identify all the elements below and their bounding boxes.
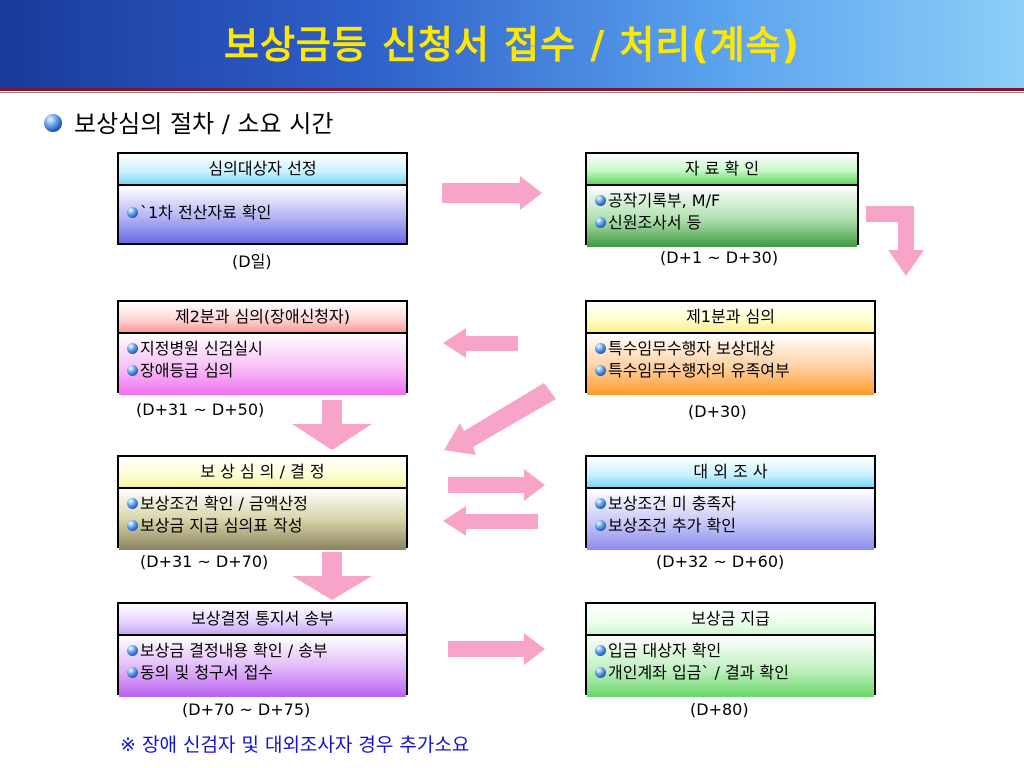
list-item: 보상금 결정내용 확인 / 송부	[127, 640, 406, 662]
step-select: 심의대상자 선정 `1차 전산자료 확인	[117, 152, 408, 245]
bullet-icon	[127, 667, 138, 678]
list-item: 지정병원 신검실시	[127, 338, 406, 360]
step-select-header: 심의대상자 선정	[119, 154, 406, 186]
list-item: 보상조건 미 충족자	[595, 493, 874, 515]
page-title: 보상금등 신청서 접수 / 처리(계속)	[223, 23, 800, 67]
bullet-icon	[595, 343, 606, 354]
arrow-diagonal	[444, 383, 556, 455]
step-notice-header: 보상결정 통지서 송부	[119, 604, 406, 636]
step-second-committee: 제2분과 심의(장애신청자) 지정병원 신검실시 장애등급 심의	[117, 300, 408, 395]
bullet-ball-icon	[44, 114, 62, 132]
bullet-icon	[595, 365, 606, 376]
list-item: 신원조사서 등	[595, 212, 857, 234]
step-payment-header: 보상금 지급	[587, 604, 874, 636]
bullet-icon	[127, 498, 138, 509]
list-item: `1차 전산자료 확인	[127, 202, 406, 224]
period-review: (D+31 ~ D+70)	[140, 552, 269, 571]
step-first-committee: 제1분과 심의 특수임무수행자 보상대상 특수임무수행자의 유족여부	[585, 300, 876, 395]
bullet-icon	[595, 217, 606, 228]
period-confirm: (D+1 ~ D+30)	[660, 248, 779, 267]
bullet-icon	[127, 343, 138, 354]
arrow-bent-down	[866, 206, 924, 276]
bullet-icon	[595, 645, 606, 656]
step-external-header: 대 외 조 사	[587, 457, 874, 489]
period-notice: (D+70 ~ D+75)	[182, 700, 311, 719]
step-external: 대 외 조 사 보상조건 미 충족자 보상조건 추가 확인	[585, 455, 876, 550]
list-item: 입금 대상자 확인	[595, 640, 874, 662]
bullet-icon	[595, 498, 606, 509]
arrow-right-1	[442, 176, 542, 210]
section-heading: 보상심의 절차 / 소요 시간	[44, 104, 333, 139]
list-item: 개인계좌 입금` / 결과 확인	[595, 662, 874, 684]
list-item: 보상조건 추가 확인	[595, 515, 874, 537]
bullet-icon	[595, 520, 606, 531]
step-review: 보 상 심 의 / 결 정 보상조건 확인 / 금액산정 보상금 지급 심의표 …	[117, 455, 408, 550]
period-first: (D+30)	[688, 402, 747, 421]
list-item: 보상금 지급 심의표 작성	[127, 515, 406, 537]
list-item: 공작기록부, M/F	[595, 190, 857, 212]
title-divider-thin	[0, 92, 1024, 93]
step-notice: 보상결정 통지서 송부 보상금 결정내용 확인 / 송부 동의 및 청구서 접수	[117, 602, 408, 697]
title-divider	[0, 88, 1024, 91]
period-external: (D+32 ~ D+60)	[656, 552, 785, 571]
bullet-icon	[127, 207, 138, 218]
arrow-down-1	[292, 400, 372, 450]
period-second: (D+31 ~ D+50)	[136, 400, 265, 419]
bullet-icon	[595, 667, 606, 678]
step-review-header: 보 상 심 의 / 결 정	[119, 457, 406, 489]
arrow-left-1	[443, 328, 518, 358]
bullet-icon	[595, 195, 606, 206]
step-confirm: 자 료 확 인 공작기록부, M/F 신원조사서 등	[585, 152, 859, 247]
list-item: 특수임무수행자 보상대상	[595, 338, 874, 360]
step-first-header: 제1분과 심의	[587, 302, 874, 334]
arrow-right-2	[448, 469, 545, 501]
list-item: 특수임무수행자의 유족여부	[595, 360, 874, 382]
step-confirm-header: 자 료 확 인	[587, 154, 857, 186]
step-second-header: 제2분과 심의(장애신청자)	[119, 302, 406, 334]
arrow-down-2	[292, 552, 372, 600]
bullet-icon	[127, 645, 138, 656]
list-item: 보상조건 확인 / 금액산정	[127, 493, 406, 515]
title-bar: 보상금등 신청서 접수 / 처리(계속)	[0, 0, 1024, 88]
step-payment: 보상금 지급 입금 대상자 확인 개인계좌 입금` / 결과 확인	[585, 602, 876, 697]
list-item: 동의 및 청구서 접수	[127, 662, 406, 684]
arrow-right-3	[448, 633, 545, 665]
bullet-icon	[127, 520, 138, 531]
footnote: ※ 장애 신검자 및 대외조사자 경우 추가소요	[120, 734, 470, 756]
arrow-left-2	[443, 506, 538, 536]
period-payment: (D+80)	[690, 700, 749, 719]
period-select: (D일)	[232, 252, 272, 271]
section-heading-text: 보상심의 절차 / 소요 시간	[74, 110, 334, 138]
bullet-icon	[127, 365, 138, 376]
list-item: 장애등급 심의	[127, 360, 406, 382]
